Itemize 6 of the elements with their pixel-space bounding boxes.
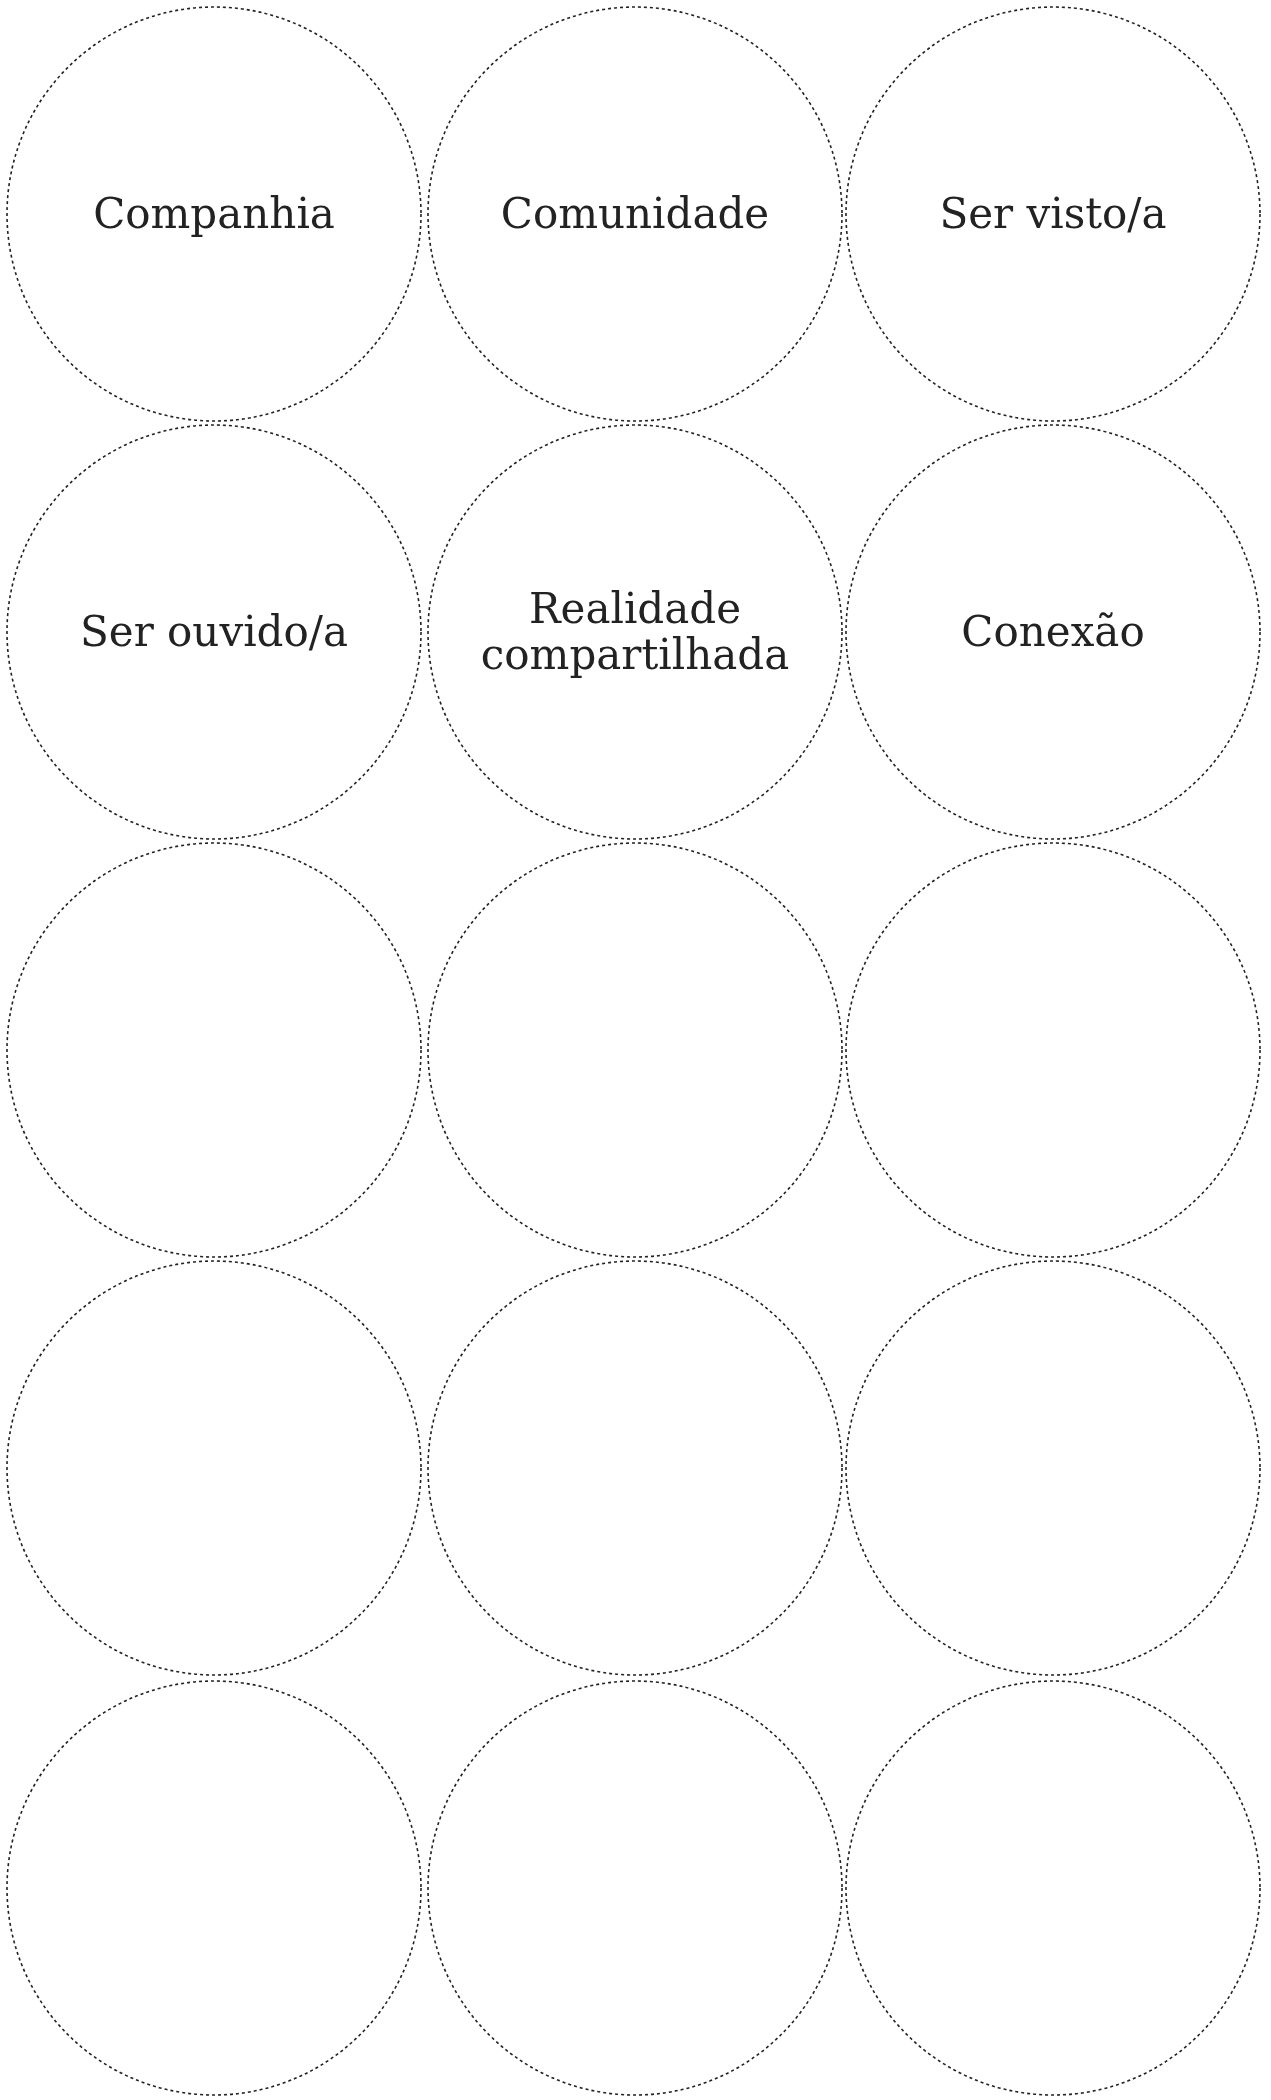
circle-label: Realidade compartilhada — [479, 585, 791, 679]
circle-label: Ser ouvido/a — [80, 608, 348, 656]
circle-label: Comunidade — [500, 190, 770, 238]
circle-label: Companhia — [93, 190, 335, 238]
circle-label: Conexão — [961, 608, 1145, 656]
circle-label: Ser visto/a — [939, 190, 1167, 238]
